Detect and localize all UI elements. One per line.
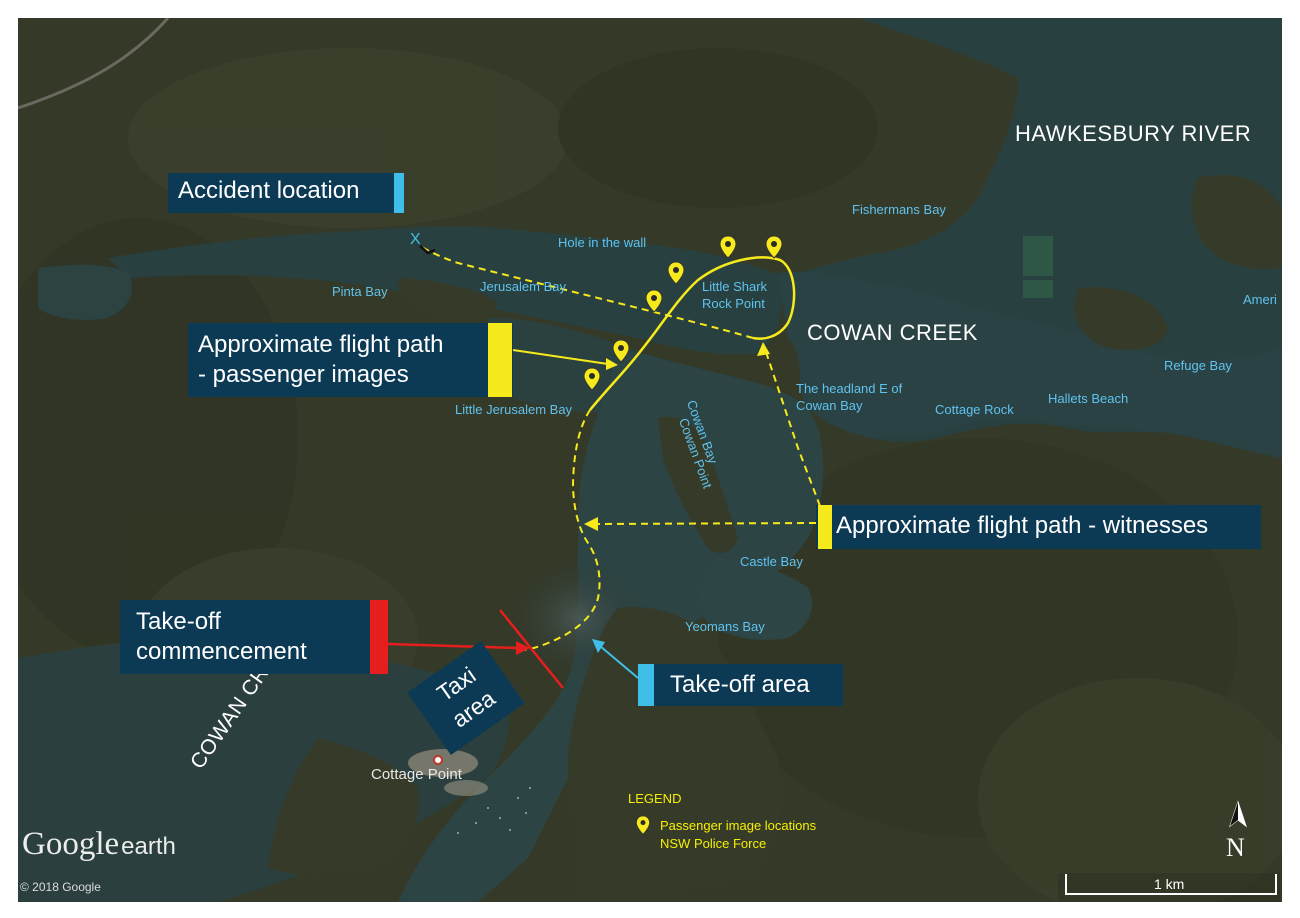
place-america-bay: Ameri — [1243, 292, 1277, 307]
map-pin-icon — [765, 235, 783, 259]
legend-pin-icon — [636, 816, 650, 835]
place-headland-cowan-bay: The headland E of Cowan Bay — [796, 381, 903, 413]
callout-witnesses: Approximate flight path - witnesses — [816, 505, 1261, 549]
witness-arrows — [584, 342, 821, 531]
place-castle-bay: Castle Bay — [740, 554, 803, 569]
takeoff-callout-bar — [370, 600, 388, 674]
callout-takeoff-area: Take-off area — [638, 664, 843, 706]
scale-bar-label: 1 km — [1154, 876, 1185, 892]
callout-takeoff-line1: Take-off — [136, 608, 221, 635]
place-little-shark-rock-point: Little Shark Rock Point — [702, 279, 768, 311]
copyright: © 2018 Google — [20, 880, 101, 894]
legend-item-line2: NSW Police Force — [660, 836, 767, 851]
takeoff-marker — [387, 609, 564, 689]
earth-word: earth — [121, 833, 176, 860]
place-yeomans-bay: Yeomans Bay — [685, 619, 765, 634]
passenger-callout-bar — [488, 323, 512, 397]
callout-accident-location: Accident location — [168, 173, 404, 213]
map-pin-icon — [667, 261, 685, 285]
legend-item-line1: Passenger image locations — [660, 818, 817, 833]
boat-dots — [457, 787, 531, 834]
callout-accident-text: Accident location — [178, 177, 360, 204]
north-letter: N — [1226, 833, 1245, 862]
place-pinta-bay: Pinta Bay — [332, 284, 388, 299]
place-cottage-point: Cottage Point — [371, 766, 462, 783]
map-pin-icon — [612, 339, 630, 363]
passenger-path-return — [419, 245, 754, 339]
place-fishermans-bay: Fishermans Bay — [852, 202, 946, 217]
callout-takeoff-commencement: Take-off commencement — [120, 600, 388, 674]
place-hole-in-the-wall: Hole in the wall — [558, 235, 647, 250]
passenger-flight-path — [589, 256, 796, 411]
takeoff-area-callout-bar — [638, 664, 654, 706]
accident-marker-tick — [419, 245, 436, 255]
takeoff-area-arrow — [592, 639, 639, 679]
oyster-leases — [1023, 236, 1053, 298]
google-word: Google — [22, 826, 120, 862]
callout-takeoff-area-text: Take-off area — [670, 671, 810, 698]
legend-item: Passenger image locations NSW Police For… — [660, 817, 816, 853]
callout-passenger-flight-path: Approximate flight path - passenger imag… — [188, 323, 513, 397]
accident-callout-bar — [394, 173, 404, 213]
google-logo: Googleearth — [22, 826, 176, 863]
cottage-point-marker — [433, 755, 443, 765]
cottage-point-settlement — [408, 749, 488, 796]
place-hallets-beach: Hallets Beach — [1048, 391, 1129, 406]
witness-callout-bar — [818, 505, 832, 549]
north-arrow-icon — [1229, 800, 1247, 828]
legend-title: LEGEND — [628, 791, 682, 806]
scale-bar — [1058, 873, 1280, 902]
road — [18, 18, 170, 110]
callout-passenger-line2: - passenger images — [198, 361, 409, 388]
accident-marker: X — [410, 231, 421, 248]
callout-takeoff-line2: commencement — [136, 638, 307, 665]
place-cottage-rock: Cottage Rock — [935, 402, 1014, 417]
place-refuge-bay: Refuge Bay — [1164, 358, 1232, 373]
place-jerusalem-bay: Jerusalem Bay — [480, 279, 566, 294]
map-pin-icon — [645, 289, 663, 313]
map-frame: X — [18, 18, 1282, 902]
satellite-map: X — [18, 18, 1282, 902]
map-pin-icon — [719, 235, 737, 259]
passenger-callout-arrow — [512, 349, 618, 370]
hawkesbury-river-label: HAWKESBURY RIVER — [1015, 121, 1252, 146]
place-little-jerusalem-bay: Little Jerusalem Bay — [455, 402, 573, 417]
callout-passenger-line1: Approximate flight path — [198, 331, 444, 358]
cowan-creek-east-label: COWAN CREEK — [807, 320, 978, 345]
callout-witnesses-text: Approximate flight path - witnesses — [836, 512, 1209, 539]
map-pin-icon — [583, 367, 601, 391]
passenger-image-pins — [583, 235, 783, 391]
flight-path-southern-dashed — [517, 409, 601, 651]
